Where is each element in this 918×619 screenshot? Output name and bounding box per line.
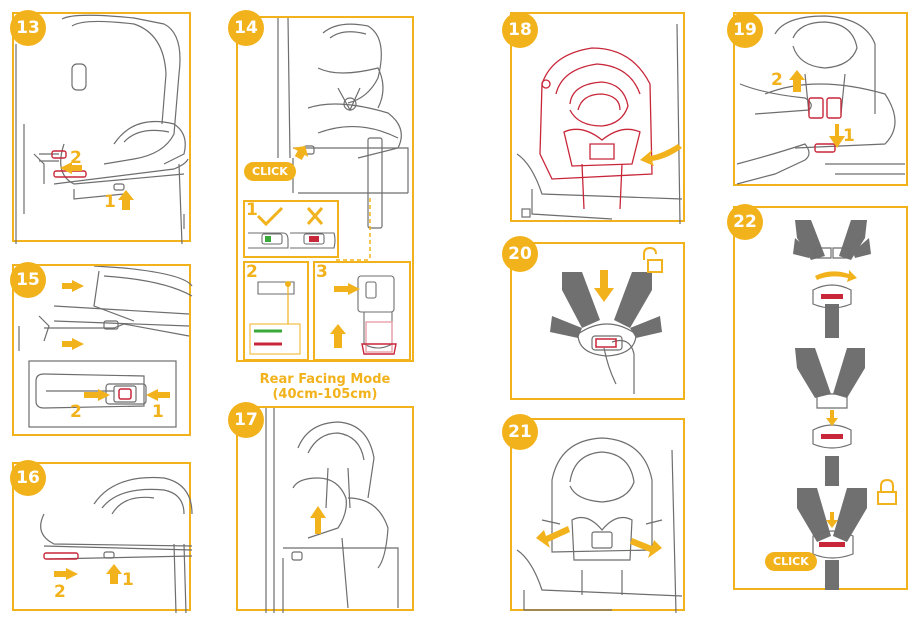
caption-line-2: (40cm-105cm): [272, 387, 378, 402]
step-22-badge: 22: [727, 204, 763, 240]
step-13-panel: 2 1: [12, 12, 191, 244]
arrow-icon: [536, 526, 662, 558]
step-19-illustration: [736, 15, 905, 185]
step-13-callout-2: 2: [70, 148, 82, 168]
step-21-panel: [510, 418, 685, 613]
step-16-badge: 16: [10, 460, 46, 496]
step-18-badge: 18: [502, 12, 538, 48]
step-16-illustration: [40, 476, 193, 613]
step-22-illustration: [793, 220, 897, 590]
arrow-icon: [62, 280, 170, 401]
arrow-icon: [640, 144, 682, 166]
caption-line-1: Rear Facing Mode: [259, 372, 391, 387]
step-15-panel: 2 1: [12, 264, 193, 436]
step-19-callout-1: 1: [843, 126, 855, 146]
arrow-icon: [789, 70, 845, 148]
step-19-panel: 2 1: [733, 12, 908, 186]
step-18-illustration: [516, 23, 683, 224]
step-22-click-label: CLICK: [765, 552, 817, 571]
step-18-panel: [510, 12, 685, 224]
step-13-illustration: [15, 14, 189, 244]
step-22-panel: CLICK: [733, 206, 908, 590]
lock-icon: [877, 478, 897, 505]
step-14-sub-1: 1: [246, 200, 258, 220]
rear-facing-caption: Rear Facing Mode (40cm-105cm): [236, 372, 414, 402]
step-13-badge: 13: [10, 10, 46, 46]
arrow-icon: [292, 145, 360, 348]
arrow-icon: [60, 162, 134, 210]
arrow-icon: [310, 506, 326, 534]
step-20-panel: [510, 242, 685, 400]
step-15-callout-1: 1: [152, 402, 164, 422]
step-13-callout-1: 1: [104, 192, 116, 212]
step-16-callout-1: 1: [122, 570, 134, 590]
step-19-callout-2: 2: [771, 70, 783, 90]
step-14-sub-3: 3: [316, 262, 328, 282]
step-21-illustration: [516, 437, 683, 613]
step-17-badge: 17: [228, 402, 264, 438]
step-17-panel: [236, 406, 414, 613]
check-icon: [256, 206, 284, 227]
step-14-sub-2: 2: [246, 262, 258, 282]
step-17-illustration: [265, 408, 399, 613]
step-14-badge: 14: [228, 10, 264, 46]
arrow-icon: [54, 564, 122, 584]
unlock-icon: [643, 246, 663, 273]
step-14-click-label: CLICK: [244, 162, 296, 181]
step-21-badge: 21: [502, 414, 538, 450]
cross-icon: [306, 207, 324, 225]
step-15-badge: 15: [10, 262, 46, 298]
arrow-icon: [594, 270, 614, 302]
step-14-panel: CLICK 1 2 3: [236, 16, 414, 362]
step-20-illustration: [550, 246, 663, 394]
arrow-icon: [815, 270, 857, 528]
step-16-callout-2: 2: [54, 582, 66, 602]
step-14-illustration: [243, 18, 411, 361]
step-15-callout-2: 2: [70, 402, 82, 422]
step-19-badge: 19: [727, 12, 763, 48]
step-15-illustration: [18, 266, 193, 428]
step-20-badge: 20: [502, 236, 538, 272]
